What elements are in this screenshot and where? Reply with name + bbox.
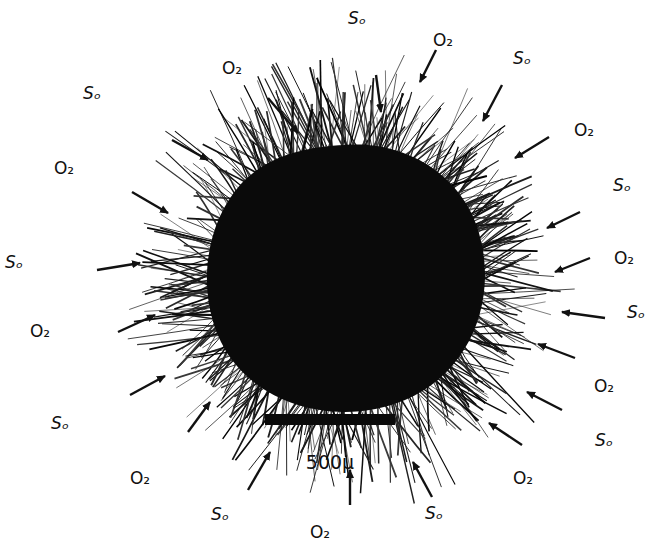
hypha [152, 250, 215, 261]
oxygen-label: O₂ [513, 469, 533, 488]
scale-bar [265, 414, 395, 425]
oxygen-label: O₂ [222, 59, 242, 78]
hypha [151, 255, 218, 262]
substrate-label: Sₒ [211, 505, 229, 524]
oxygen-label: O₂ [594, 377, 614, 396]
substrate-label: Sₒ [348, 9, 366, 28]
inflow-arrow [349, 470, 351, 505]
inflow-arrow [483, 85, 502, 121]
inflow-arrow [489, 423, 522, 445]
hyphae [128, 55, 575, 504]
oxygen-label: O₂ [54, 159, 74, 178]
hypha [474, 289, 574, 294]
hypha [453, 350, 520, 415]
substrate-label: Sₒ [613, 176, 631, 195]
inflow-arrow [130, 376, 165, 395]
hypha [403, 384, 455, 485]
inflow-arrow [413, 462, 432, 497]
hypha [388, 389, 414, 503]
inflow-arrow [118, 315, 155, 332]
inflow-arrow [527, 392, 562, 410]
oxygen-label: O₂ [614, 249, 634, 268]
hypha [187, 360, 248, 417]
hypha [356, 55, 405, 160]
oxygen-label: O₂ [130, 469, 150, 488]
hypha [149, 331, 227, 349]
inflow-arrow [248, 452, 270, 490]
inflow-arrow [420, 50, 436, 82]
oxygen-label: O₂ [310, 522, 330, 541]
substrate-label: Sₒ [83, 84, 101, 103]
inflow-arrow [376, 75, 381, 112]
substrate-label: Sₒ [595, 431, 613, 450]
inflow-arrow [132, 192, 168, 213]
inflow-arrow [538, 344, 575, 358]
hypha [288, 67, 330, 154]
hypha [475, 271, 554, 277]
inflow-arrow [188, 402, 210, 432]
substrate-label: Sₒ [5, 253, 23, 272]
oxygen-label: O₂ [574, 121, 594, 140]
oxygen-label: O₂ [30, 322, 50, 341]
inflow-arrows [97, 50, 605, 505]
substrate-label: Sₒ [513, 49, 531, 68]
oxygen-label: O₂ [433, 31, 453, 50]
hypha [351, 85, 372, 153]
hypha [144, 223, 218, 241]
inflow-arrow [547, 212, 580, 228]
pellet-core [207, 145, 485, 412]
inflow-arrow [515, 137, 549, 158]
hypha [313, 69, 328, 160]
inflow-arrow [555, 258, 590, 272]
inflow-arrow [562, 312, 605, 318]
substrate-label: Sₒ [627, 303, 645, 322]
hypha [156, 161, 232, 218]
scale-label: 500μ [306, 452, 354, 473]
hypha [210, 90, 253, 187]
inflow-arrow [172, 140, 208, 160]
inflow-arrow [97, 263, 140, 270]
hypha [257, 80, 288, 164]
substrate-label: Sₒ [51, 414, 69, 433]
inflow-arrow [268, 98, 298, 133]
substrate-label: Sₒ [425, 504, 443, 523]
